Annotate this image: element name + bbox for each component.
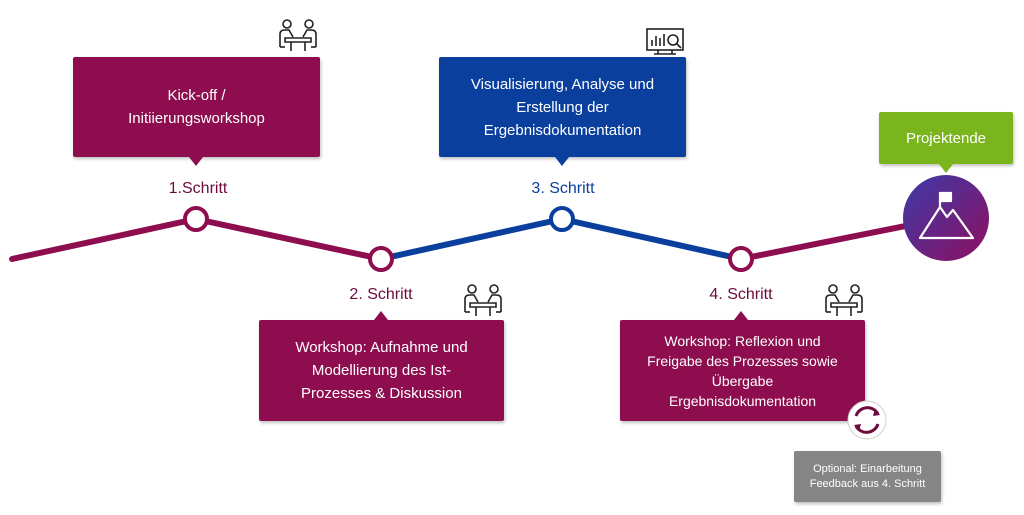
end-node — [903, 175, 989, 261]
step-4-box: Workshop: Reflexion und Freigabe des Pro… — [620, 320, 865, 421]
meeting-icon — [462, 282, 504, 325]
step-node-4 — [728, 246, 754, 272]
meeting-icon — [823, 282, 865, 325]
step-1-label: 1.Schritt — [168, 180, 228, 197]
end-label: Projektende — [905, 129, 987, 147]
step-2-text: Workshop: Aufnahme und Modellierung des … — [295, 339, 468, 402]
optional-text: Optional: Einarbeitung Feedback aus 4. S… — [809, 462, 926, 490]
step-1-text: Kick-off / Initiierungsworkshop — [128, 87, 265, 127]
step-node-1 — [183, 206, 209, 232]
step-4-pointer — [734, 311, 748, 320]
meeting-icon — [277, 17, 319, 60]
step-3-label: 3. Schritt — [531, 180, 595, 197]
timeline-segment-4 — [561, 216, 742, 262]
step-3-box: Visualisierung, Analyse und Erstellung d… — [439, 57, 686, 157]
analytics-screen-icon — [646, 28, 686, 61]
end-pointer — [939, 164, 953, 173]
timeline-segment-1 — [9, 216, 199, 262]
optional-box: Optional: Einarbeitung Feedback aus 4. S… — [794, 451, 941, 502]
step-1-box: Kick-off / Initiierungsworkshop — [73, 57, 320, 157]
mountain-flag-icon — [918, 191, 975, 240]
step-3-text: Visualisierung, Analyse und Erstellung d… — [470, 75, 655, 139]
step-node-2 — [368, 246, 394, 272]
timeline-segment-2 — [195, 216, 382, 262]
cycle-arrows-icon — [846, 399, 888, 446]
step-4-label: 4. Schritt — [709, 286, 773, 303]
step-4-text: Workshop: Reflexion und Freigabe des Pro… — [647, 332, 838, 409]
step-3-pointer — [555, 157, 569, 166]
end-box: Projektende — [879, 112, 1013, 164]
step-2-pointer — [374, 311, 388, 320]
step-2-box: Workshop: Aufnahme und Modellierung des … — [259, 320, 504, 421]
step-node-3 — [549, 206, 575, 232]
timeline-segment-3 — [380, 216, 563, 262]
step-1-pointer — [189, 157, 203, 166]
step-2-label: 2. Schritt — [349, 286, 413, 303]
